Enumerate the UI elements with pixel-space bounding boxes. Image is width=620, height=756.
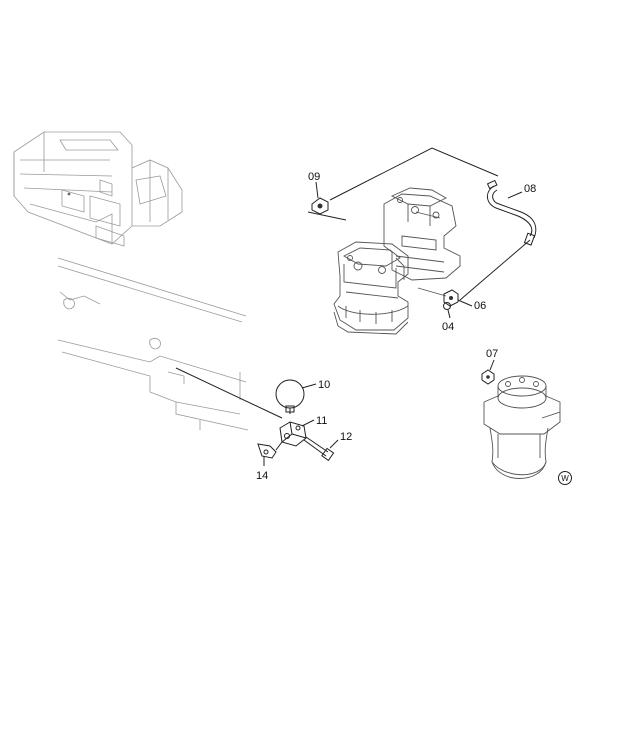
callout-09: 09 (308, 171, 320, 199)
callout-12: 12 (329, 431, 352, 449)
swing-motor-rear (383, 187, 461, 281)
routing-lines (175, 147, 531, 419)
elbow-14 (257, 441, 283, 459)
swing-motor-front (333, 241, 447, 335)
fitting-07 (481, 369, 495, 385)
fitting-06 (443, 289, 459, 307)
callout-06: 06 (457, 299, 486, 312)
callout-label: 04 (442, 321, 454, 333)
accumulator-10 (275, 379, 305, 414)
corner-mark: W (558, 471, 572, 485)
callout-10: 10 (301, 379, 330, 391)
callout-label: 07 (486, 348, 498, 360)
fitting-04 (443, 302, 451, 310)
callout-07: 07 (486, 348, 498, 371)
machine-frame (57, 257, 249, 431)
callout-04: 04 (442, 309, 454, 333)
callout-08: 08 (507, 183, 536, 199)
callout-label: 11 (316, 415, 327, 427)
callout-label: 14 (256, 470, 268, 482)
callout-label: 08 (524, 183, 536, 195)
callout-label: 06 (474, 300, 486, 312)
callout-label: 12 (340, 431, 352, 443)
corner-mark-label: W (561, 474, 569, 483)
swing-reduction-gear (483, 375, 561, 479)
bolt-12 (303, 436, 335, 462)
callout-label: 09 (308, 171, 320, 183)
callout-14: 14 (256, 456, 268, 482)
hose-08 (486, 179, 537, 246)
machine-upper-structure (13, 131, 183, 247)
callout-label: 10 (318, 379, 330, 391)
fitting-09 (311, 197, 329, 215)
callout-11: 11 (301, 415, 327, 427)
